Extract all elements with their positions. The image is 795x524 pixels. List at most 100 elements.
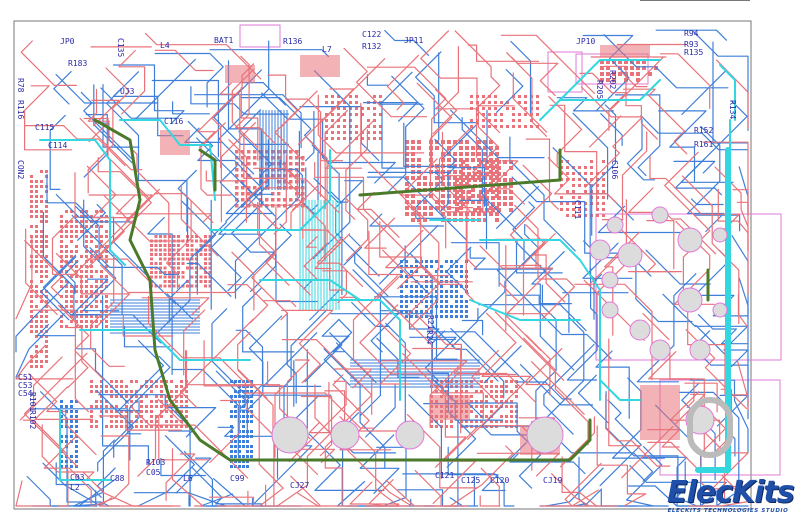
smd-pad	[506, 101, 509, 104]
bottom-trace	[304, 332, 343, 383]
smd-pad	[90, 240, 93, 243]
smd-pad	[90, 305, 93, 308]
smd-pad	[105, 295, 108, 298]
smd-pad	[65, 245, 68, 248]
mounting-hole	[617, 242, 643, 268]
top-trace	[98, 415, 182, 431]
mounting-hole	[395, 420, 425, 450]
smd-pad	[90, 285, 93, 288]
bottom-pad	[405, 275, 408, 278]
bottom-trace	[239, 179, 277, 293]
bga-pad	[495, 212, 499, 216]
top-trace	[324, 120, 374, 210]
smd-pad	[494, 113, 497, 116]
connector-pad	[40, 350, 43, 353]
top-trace	[281, 309, 334, 384]
smd-pad	[60, 255, 63, 258]
bottom-trace	[323, 348, 386, 469]
smd-pad	[470, 125, 473, 128]
smd-pad	[105, 265, 108, 268]
top-trace	[360, 102, 427, 221]
bga-pad	[453, 170, 457, 174]
bottom-pad	[425, 265, 428, 268]
bottom-trace	[323, 319, 353, 386]
smd-pad	[70, 220, 73, 223]
smd-pad	[165, 380, 168, 383]
smd-pad	[100, 300, 103, 303]
smd-pad	[349, 107, 352, 110]
connector-pad	[30, 175, 33, 178]
bottom-pad	[430, 260, 433, 263]
bga-pad	[154, 253, 158, 256]
smd-pad	[155, 420, 158, 423]
bga-pad	[489, 146, 493, 150]
connector-pad	[35, 195, 38, 198]
top-trace	[737, 360, 749, 410]
via-pad	[265, 180, 269, 184]
bga-pad	[509, 184, 513, 188]
smd-pad	[470, 101, 473, 104]
bga-pad	[195, 235, 198, 238]
top-trace	[580, 86, 644, 188]
header-pad	[642, 60, 646, 64]
bottom-trace	[40, 256, 77, 321]
bottom-pad	[465, 300, 468, 303]
smd-pad	[578, 184, 581, 187]
smd-pad	[175, 420, 178, 423]
bottom-pad	[440, 300, 443, 303]
component-label: C54	[18, 389, 33, 398]
bga-pad	[473, 172, 477, 176]
bga-pad	[503, 184, 507, 188]
connector-pad	[45, 360, 48, 363]
smd-pad	[100, 410, 103, 413]
smd-pad	[110, 420, 113, 423]
smd-pad	[488, 95, 491, 98]
top-trace	[385, 229, 441, 316]
smd-pad	[105, 280, 108, 283]
smd-pad	[90, 265, 93, 268]
ic-pin	[60, 440, 63, 443]
connector-pad	[40, 180, 43, 183]
smd-pad	[90, 270, 93, 273]
bottom-trace	[100, 87, 179, 119]
top-trace	[473, 350, 517, 376]
bga-pad	[447, 182, 451, 186]
bottom-pad	[405, 285, 408, 288]
mounting-hole	[271, 416, 309, 454]
bga-pad	[177, 253, 180, 256]
bga-pad	[491, 160, 495, 164]
header-pad	[636, 78, 640, 82]
top-trace	[94, 156, 152, 260]
ic-pin	[75, 400, 78, 403]
top-trace	[324, 440, 359, 507]
connector-pad	[40, 365, 43, 368]
bga-pad	[181, 257, 185, 261]
bottom-trace	[483, 345, 522, 384]
smd-pad	[135, 380, 138, 383]
smd-pad	[140, 400, 143, 403]
smd-pad	[325, 125, 328, 128]
smd-pad	[65, 270, 68, 273]
smd-pad	[115, 385, 118, 388]
smd-pad	[560, 208, 563, 211]
smd-pad	[490, 420, 493, 423]
bottom-pad	[400, 285, 403, 288]
bga-pad	[503, 202, 507, 206]
via-pad	[283, 198, 287, 202]
smd-pad	[325, 95, 328, 98]
smd-pad	[170, 415, 173, 418]
ic-pin	[230, 455, 233, 458]
smd-pad	[175, 395, 178, 398]
ic-pin	[250, 395, 253, 398]
bga-pad	[485, 166, 489, 170]
top-trace	[244, 392, 375, 429]
smd-pad	[85, 240, 88, 243]
via-pad	[247, 162, 251, 166]
smd-pad	[100, 225, 103, 228]
smd-pad	[470, 400, 473, 403]
smd-pad	[85, 265, 88, 268]
connector-pad	[40, 195, 43, 198]
smd-pad	[60, 240, 63, 243]
bottom-trace	[693, 214, 741, 232]
smd-pad	[494, 119, 497, 122]
